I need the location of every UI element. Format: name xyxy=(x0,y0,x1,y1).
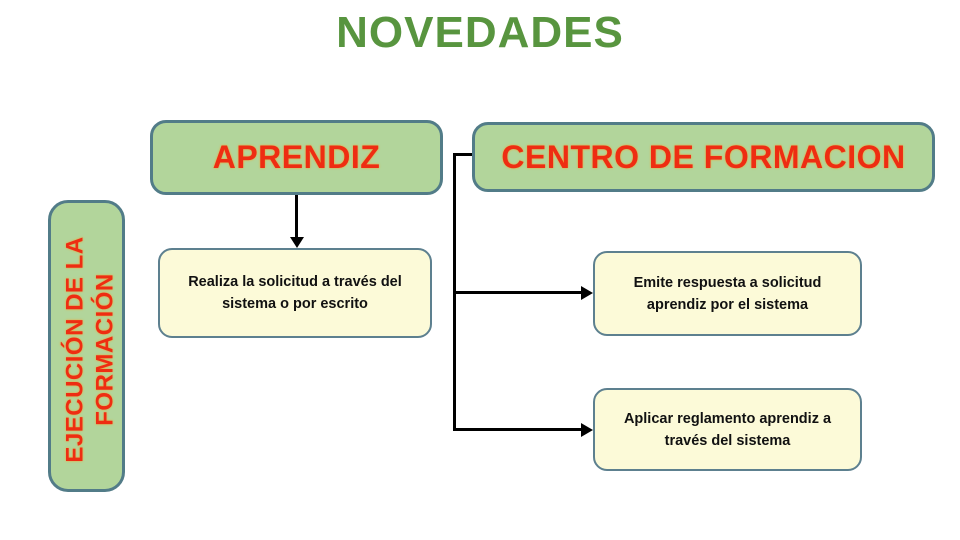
connector-centro-to-emite xyxy=(453,291,581,294)
page-title: NOVEDADES xyxy=(336,8,624,57)
node-realiza-text: Realiza la solicitud a través del sistem… xyxy=(188,274,402,312)
node-ejecucion-de-la-formacion: EJECUCIÓN DE LA FORMACIÓN xyxy=(48,200,125,492)
node-realiza-solicitud: Realiza la solicitud a través del sistem… xyxy=(158,248,432,338)
node-aprendiz-label: APRENDIZ xyxy=(212,139,381,175)
arrowhead-right-icon xyxy=(581,422,593,437)
node-emite-text: Emite respuesta a solicitud aprendiz por… xyxy=(633,274,822,313)
connector-aprendiz-to-realiza xyxy=(295,195,298,240)
node-emite-respuesta: Emite respuesta a solicitud aprendiz por… xyxy=(593,251,862,336)
connector-centro-stub xyxy=(454,153,472,156)
rotated-label-container: EJECUCIÓN DE LA FORMACIÓN xyxy=(51,203,128,495)
node-aplicar-reglamento: Aplicar reglamento aprendiz a través del… xyxy=(593,388,862,471)
node-centro-de-formacion: CENTRO DE FORMACION xyxy=(472,122,935,192)
connector-centro-to-aplicar xyxy=(453,428,581,431)
node-aplicar-text: Aplicar reglamento aprendiz a través del… xyxy=(623,410,832,449)
arrowhead-down-icon xyxy=(289,237,304,248)
node-ejecucion-label: EJECUCIÓN DE LA FORMACIÓN xyxy=(60,235,118,463)
arrowhead-right-icon xyxy=(581,285,593,300)
node-aprendiz: APRENDIZ xyxy=(150,120,443,195)
node-centro-label: CENTRO DE FORMACION xyxy=(501,138,906,175)
